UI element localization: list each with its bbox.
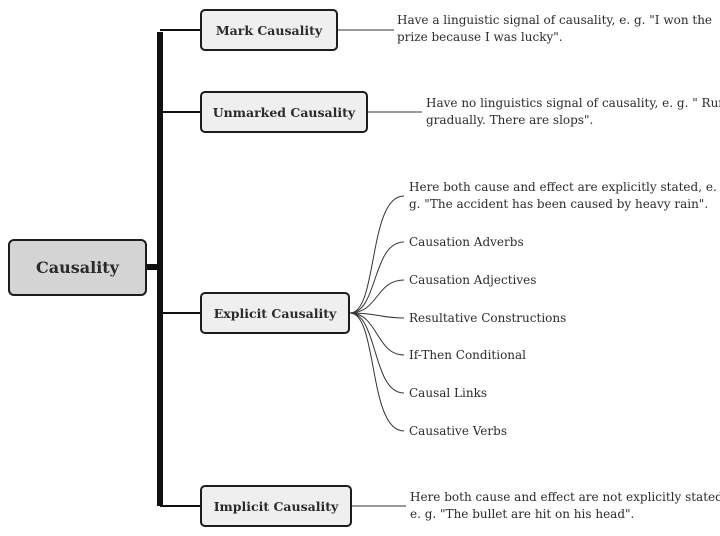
description-line: Have no linguistics signal of causality,… — [426, 96, 720, 110]
root-node-causality: Causality — [8, 239, 147, 296]
fan-curve-causal-links — [349, 312, 405, 394]
fan-curve-if-then-conditional — [349, 312, 405, 356]
unmarked-causality-description: Have no linguistics signal of causality,… — [426, 95, 720, 129]
branch-node-mark-causality: Mark Causality — [200, 9, 338, 51]
fan-curve-description — [349, 195, 405, 314]
branch-label: Mark Causality — [215, 22, 323, 38]
branch-node-implicit-causality: Implicit Causality — [200, 485, 352, 527]
explicit-child-causal-links: Causal Links — [409, 386, 487, 400]
description-line: g. "The accident has been caused by heav… — [409, 197, 709, 211]
explicit-causality-description: Here both cause and effect are explicitl… — [409, 179, 717, 213]
fan-curve-resultative-constructions — [349, 312, 405, 319]
mark-causality-description: Have a linguistic signal of causality, e… — [397, 12, 712, 46]
description-line: e. g. "The bullet are hit on his head". — [410, 507, 635, 521]
fan-curve-causative-verbs — [349, 312, 405, 432]
branch-node-explicit-causality: Explicit Causality — [200, 292, 350, 334]
description-line: Here both cause and effect are explicitl… — [409, 180, 717, 194]
explicit-child-if-then-conditional: If-Then Conditional — [409, 348, 527, 362]
explicit-child-resultative-constructions: Resultative Constructions — [409, 311, 567, 325]
branch-label: Unmarked Causality — [212, 104, 356, 120]
description-line: Here both cause and effect are not expli… — [410, 490, 720, 504]
explicit-child-causative-verbs: Causative Verbs — [409, 424, 507, 438]
branch-label: Implicit Causality — [213, 498, 339, 514]
branch-node-unmarked-causality: Unmarked Causality — [200, 91, 368, 133]
description-line: gradually. There are slops". — [426, 113, 594, 127]
fan-curve-causation-adjectives — [349, 279, 405, 314]
explicit-child-causation-adjectives: Causation Adjectives — [409, 273, 537, 287]
implicit-causality-description: Here both cause and effect are not expli… — [410, 489, 720, 523]
description-line: prize because I was lucky". — [397, 30, 563, 44]
explicit-child-causation-adverbs: Causation Adverbs — [409, 235, 524, 249]
branch-label: Explicit Causality — [213, 305, 337, 321]
root-node-label: Causality — [36, 258, 119, 277]
fan-curve-causation-adverbs — [349, 241, 405, 314]
description-line: Have a linguistic signal of causality, e… — [397, 13, 713, 27]
